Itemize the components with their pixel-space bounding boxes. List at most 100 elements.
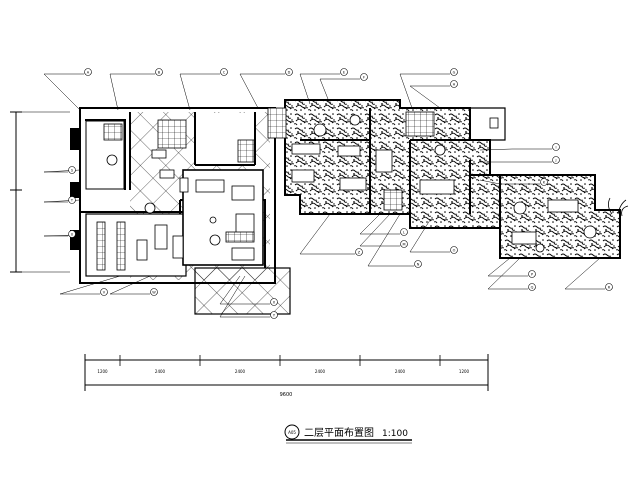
segment-dimension-label: 2400 — [235, 369, 246, 374]
callout-tag-label: L — [403, 231, 405, 235]
toilet-partition — [470, 107, 506, 141]
private-room-table — [339, 177, 367, 191]
round-table — [209, 216, 217, 224]
right-wing — [267, 99, 629, 259]
callout-tag — [68, 196, 76, 204]
callout: N — [367, 213, 422, 268]
drawing-scale: 1:100 — [382, 429, 408, 439]
callout-tag — [285, 68, 293, 76]
callout-leader — [479, 148, 513, 151]
private-room-table — [337, 145, 361, 157]
callout-leader — [219, 275, 246, 318]
callout-leader — [409, 219, 431, 253]
corridor-south-cross — [195, 268, 290, 314]
left-dimension-line — [10, 111, 70, 273]
callout-tag-label: B — [158, 71, 161, 75]
callout-tag-label: T — [70, 199, 74, 203]
callout: R — [564, 257, 613, 291]
title-marker-circle — [284, 424, 300, 440]
callout: Q — [487, 257, 536, 291]
callout-tag — [155, 68, 163, 76]
callout-leader — [367, 213, 401, 267]
callout-tag — [270, 311, 278, 319]
callout: U — [43, 230, 81, 238]
callout-leader — [399, 73, 413, 109]
dining-table — [136, 239, 148, 261]
column — [70, 230, 80, 250]
callout-tag — [68, 166, 76, 174]
callout-tag-label: F — [363, 76, 365, 80]
callout-tag-label: J — [554, 159, 556, 163]
private-room-table — [511, 231, 537, 245]
callout: J — [480, 156, 560, 164]
callout-leader — [487, 257, 521, 290]
service-block — [237, 139, 255, 163]
callout-tag-label: N — [417, 263, 420, 267]
callout: I — [479, 143, 560, 151]
callout-tag-label: S — [71, 169, 74, 173]
callout-tag — [414, 260, 422, 268]
round-table — [434, 144, 446, 156]
callout: F — [319, 73, 368, 105]
callout: Y — [219, 275, 278, 319]
booth-seat — [116, 221, 126, 271]
callout-leader — [359, 213, 381, 235]
dining-table — [159, 169, 175, 179]
callout-tag — [150, 288, 158, 296]
callout-tag-label: D — [288, 71, 291, 75]
callout-tag — [68, 230, 76, 238]
callout-tag — [220, 68, 228, 76]
private-room-table — [547, 199, 579, 213]
callout-tag — [450, 246, 458, 254]
callout-leader — [299, 73, 311, 105]
right-wing-outline — [284, 99, 621, 259]
callout-tag-label: R — [608, 286, 611, 290]
callout-tag-label: A — [87, 71, 90, 75]
title-marker: A05 — [288, 430, 296, 435]
callout-tag — [552, 143, 560, 151]
callout-tag — [270, 298, 278, 306]
private-room-table — [419, 179, 455, 195]
callout: A — [43, 68, 92, 111]
private-room-table — [291, 169, 315, 183]
callout-leader — [487, 257, 511, 277]
restroom — [405, 111, 435, 137]
callout: G — [399, 68, 458, 109]
segment-dimension-label: 2400 — [315, 369, 326, 374]
callout-tag — [450, 80, 458, 88]
callout-tag — [355, 248, 363, 256]
callout-leader — [319, 78, 331, 105]
callout-tag-label: M — [402, 243, 405, 247]
plant — [608, 197, 629, 217]
round-table — [313, 123, 327, 137]
callout: O — [409, 219, 458, 254]
callout-leader — [179, 73, 191, 111]
callout-tag-label: X — [273, 301, 276, 305]
callout-leader — [359, 213, 391, 247]
callout-tag — [540, 178, 548, 186]
callout-leader — [299, 213, 331, 255]
callout: W — [109, 275, 158, 296]
callout-tag-label: Y — [273, 314, 276, 318]
callout: E — [299, 68, 348, 105]
segment-dimension-label: 1200 — [459, 369, 470, 374]
callout: S — [43, 166, 81, 174]
drawing-title: 二层平面布置图 — [304, 427, 374, 439]
left-wing — [70, 107, 291, 315]
callout-tag — [340, 68, 348, 76]
round-table — [583, 225, 597, 239]
round-table — [349, 114, 361, 126]
column — [70, 182, 80, 198]
callout-leader — [109, 275, 151, 295]
callout: M — [359, 213, 408, 248]
callout: C — [179, 68, 228, 111]
callout: X — [219, 275, 278, 306]
dining-table — [195, 179, 225, 193]
callout-tag — [528, 270, 536, 278]
callout-tag-label: U — [71, 233, 74, 237]
callout: D — [239, 68, 293, 109]
round-table — [535, 243, 545, 253]
stair-core — [157, 119, 187, 149]
